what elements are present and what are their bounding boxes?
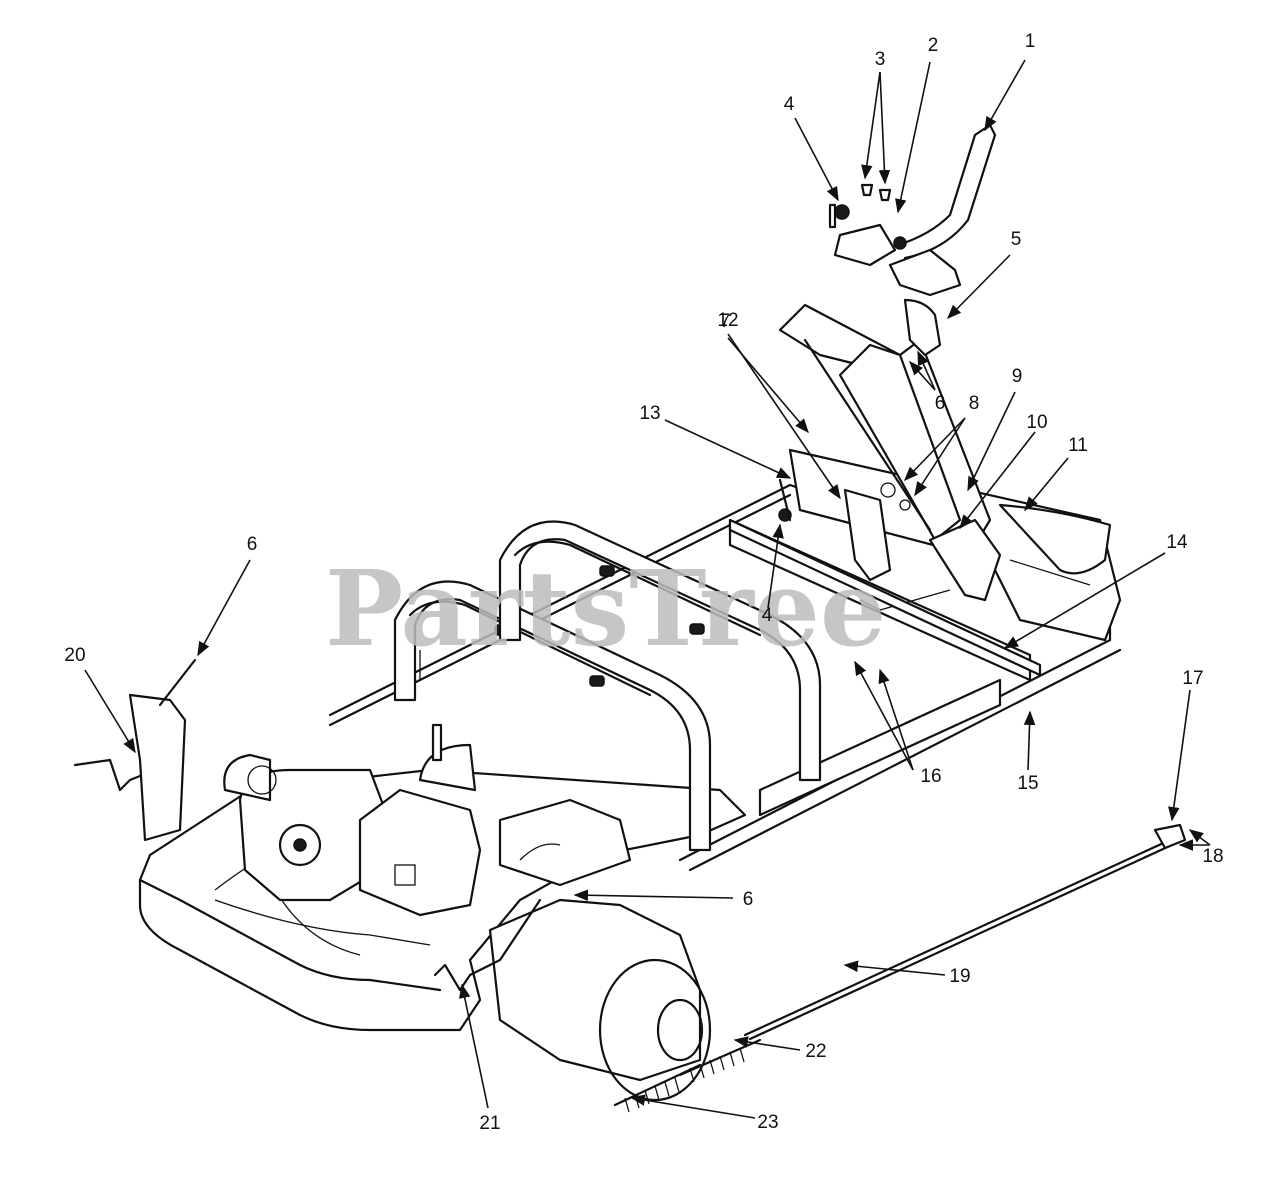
callout-13: 13 bbox=[639, 403, 660, 424]
callout-4: 4 bbox=[784, 94, 795, 115]
control-rod bbox=[743, 823, 1187, 1041]
roll-hoop-rear bbox=[498, 520, 822, 782]
callout-12: 12 bbox=[717, 310, 738, 331]
callout-5: 5 bbox=[1011, 229, 1022, 250]
transmission-rear bbox=[488, 798, 712, 1102]
transmission-left bbox=[223, 753, 387, 902]
callout-1: 1 bbox=[1025, 31, 1036, 52]
callout-4b: 4 bbox=[762, 605, 773, 626]
callout-22: 22 bbox=[805, 1041, 826, 1062]
callout-18: 18 bbox=[1202, 846, 1223, 867]
callout-6c: 6 bbox=[743, 889, 754, 910]
watermark-text: PartsTree bbox=[325, 547, 886, 670]
center-gearbox bbox=[358, 723, 482, 917]
leader-lines bbox=[84, 59, 1211, 1119]
callout-20: 20 bbox=[64, 645, 85, 666]
callout-17: 17 bbox=[1182, 668, 1203, 689]
callout-7: 7 bbox=[720, 311, 731, 332]
callout-6: 6 bbox=[935, 393, 946, 414]
callout-2: 2 bbox=[928, 35, 939, 56]
callout-9: 9 bbox=[1012, 366, 1023, 387]
callout-6b: 6 bbox=[247, 534, 258, 555]
callout-21: 21 bbox=[479, 1113, 500, 1134]
linkage-rods bbox=[73, 658, 542, 992]
steering-column bbox=[778, 303, 1002, 611]
cross-shaft bbox=[728, 478, 1042, 677]
callout-labels: 1 2 3 4 5 6 7 8 9 10 11 12 13 14 4 16 15… bbox=[64, 31, 1223, 1134]
callout-8: 8 bbox=[969, 393, 980, 414]
callout-10: 10 bbox=[1026, 412, 1047, 433]
callout-16: 16 bbox=[920, 766, 941, 787]
callout-14: 14 bbox=[1166, 532, 1188, 553]
callout-15: 15 bbox=[1017, 773, 1038, 794]
callout-11: 11 bbox=[1068, 435, 1088, 456]
callout-23: 23 bbox=[757, 1112, 778, 1133]
shift-lever bbox=[828, 123, 997, 357]
callout-3: 3 bbox=[875, 49, 886, 70]
callout-19: 19 bbox=[949, 966, 970, 987]
